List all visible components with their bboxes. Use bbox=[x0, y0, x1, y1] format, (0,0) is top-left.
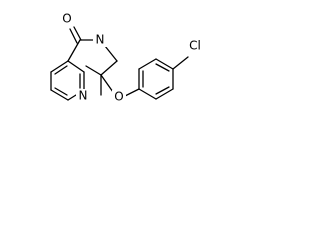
bond-py-c3-c2 bbox=[67, 60, 85, 73]
bond-ether-o-aryl bbox=[124, 88, 140, 97]
atom-carbonyl-oxygen: O bbox=[62, 12, 71, 26]
bond-py-c4-c3-double bbox=[54, 65, 68, 75]
atom-amide-nitrogen: N bbox=[96, 33, 105, 47]
atom-chlorine: Cl bbox=[189, 39, 201, 53]
bond-py-c6-c5-double bbox=[54, 87, 68, 96]
bonds bbox=[50, 26, 189, 101]
bond-ch2-cq bbox=[100, 60, 118, 76]
atom-labels: O N O N Cl bbox=[60, 12, 204, 104]
bond-ar-c4-cl bbox=[172, 56, 189, 70]
bond-ar-c6-c1 bbox=[138, 88, 157, 100]
bond-ar-c5-c6-double bbox=[155, 86, 170, 95]
bond-ar-c2-c3 bbox=[138, 58, 157, 70]
bond-ar-c3-c4-double bbox=[155, 63, 170, 72]
molecule-structure-diagram: O N O N Cl bbox=[50, 12, 204, 104]
bond-n-ch2 bbox=[104, 45, 118, 62]
bond-cq-ether-o bbox=[100, 74, 114, 93]
bond-cq-methyl-left bbox=[85, 65, 102, 76]
bond-ring-carbonyl bbox=[67, 39, 81, 62]
bond-carbonyl-o-double bbox=[69, 28, 78, 44]
atom-ether-oxygen: O bbox=[114, 90, 123, 104]
bond-py-c4-c3 bbox=[50, 60, 69, 73]
bond-carbonyl-o bbox=[73, 26, 82, 41]
atom-pyridine-nitrogen: N bbox=[79, 89, 88, 103]
bond-py-c6-c5 bbox=[50, 89, 69, 101]
bond-ar-c5-c6 bbox=[155, 88, 174, 100]
bond-ar-c3-c4 bbox=[155, 58, 174, 70]
